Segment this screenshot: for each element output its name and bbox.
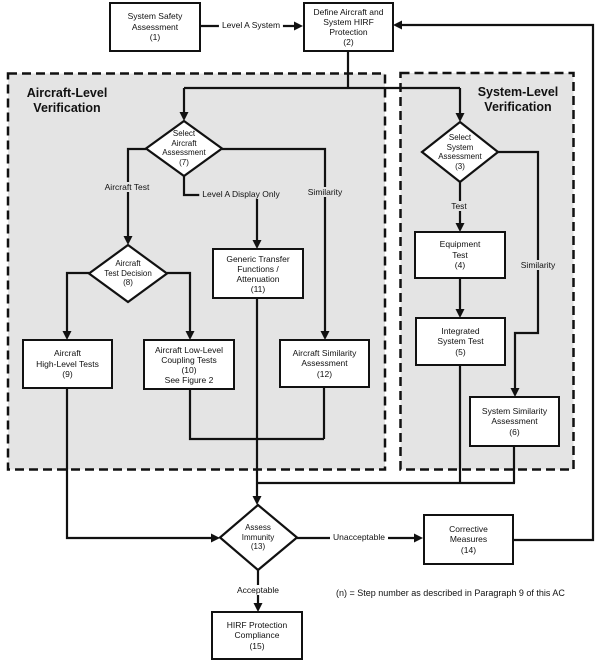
- label-assess-immunity-13: Assess Immunity (13): [241, 523, 275, 552]
- label-aircraft-test-decision-8: Aircraft Test Decision (8): [104, 259, 152, 288]
- box-system-similarity-assessment-6: System Similarity Assessment (6): [469, 396, 560, 447]
- arrowheads: [62, 20, 520, 612]
- box-corrective-measures-14: Corrective Measures (14): [423, 514, 514, 565]
- edge-label-test: Test: [448, 201, 470, 211]
- diamond-aircraft-test-decision: [87, 243, 169, 304]
- edge-label-acceptable: Acceptable: [233, 585, 283, 595]
- edge-label-similarity-aircraft: Similarity: [304, 187, 346, 197]
- box-aircraft-high-level-tests-9: Aircraft High-Level Tests (9): [22, 339, 113, 389]
- box-system-safety-assessment-1: System Safety Assessment (1): [109, 2, 201, 52]
- box-aircraft-low-level-coupling-tests-10: Aircraft Low-Level Coupling Tests (10) S…: [143, 339, 235, 390]
- edge-label-aircraft-test: Aircraft Test: [101, 182, 153, 192]
- box-hirf-protection-compliance-15: HIRF Protection Compliance (15): [211, 611, 303, 660]
- box-equipment-test-4: Equipment Test (4): [414, 231, 506, 279]
- box-define-hirf-protection-2: Define Aircraft and System HIRF Protecti…: [303, 2, 394, 52]
- box-generic-transfer-functions-11: Generic Transfer Functions / Attenuation…: [212, 248, 304, 299]
- edge-label-level-a-system: Level A System: [218, 20, 284, 30]
- box-aircraft-similarity-assessment-12: Aircraft Similarity Assessment (12): [279, 339, 370, 388]
- step-number-note: (n) = Step number as described in Paragr…: [336, 588, 565, 598]
- diamond-select-aircraft-assessment: [144, 119, 224, 178]
- edge-label-unacceptable: Unacceptable: [330, 532, 388, 542]
- diamond-assess-immunity: [218, 503, 299, 572]
- system-level-region-title: System-Level Verification: [477, 85, 559, 114]
- edge-label-level-a-display-only: Level A Display Only: [199, 189, 283, 199]
- edge-label-similarity-system: Similarity: [517, 260, 559, 270]
- label-select-system-assessment-3: Select System Assessment (3): [438, 133, 482, 171]
- diamond-select-system-assessment: [420, 120, 500, 184]
- label-select-aircraft-assessment-7: Select Aircraft Assessment (7): [162, 129, 206, 167]
- box-integrated-system-test-5: Integrated System Test (5): [415, 317, 506, 366]
- aircraft-level-region-title: Aircraft-Level Verification: [26, 86, 108, 115]
